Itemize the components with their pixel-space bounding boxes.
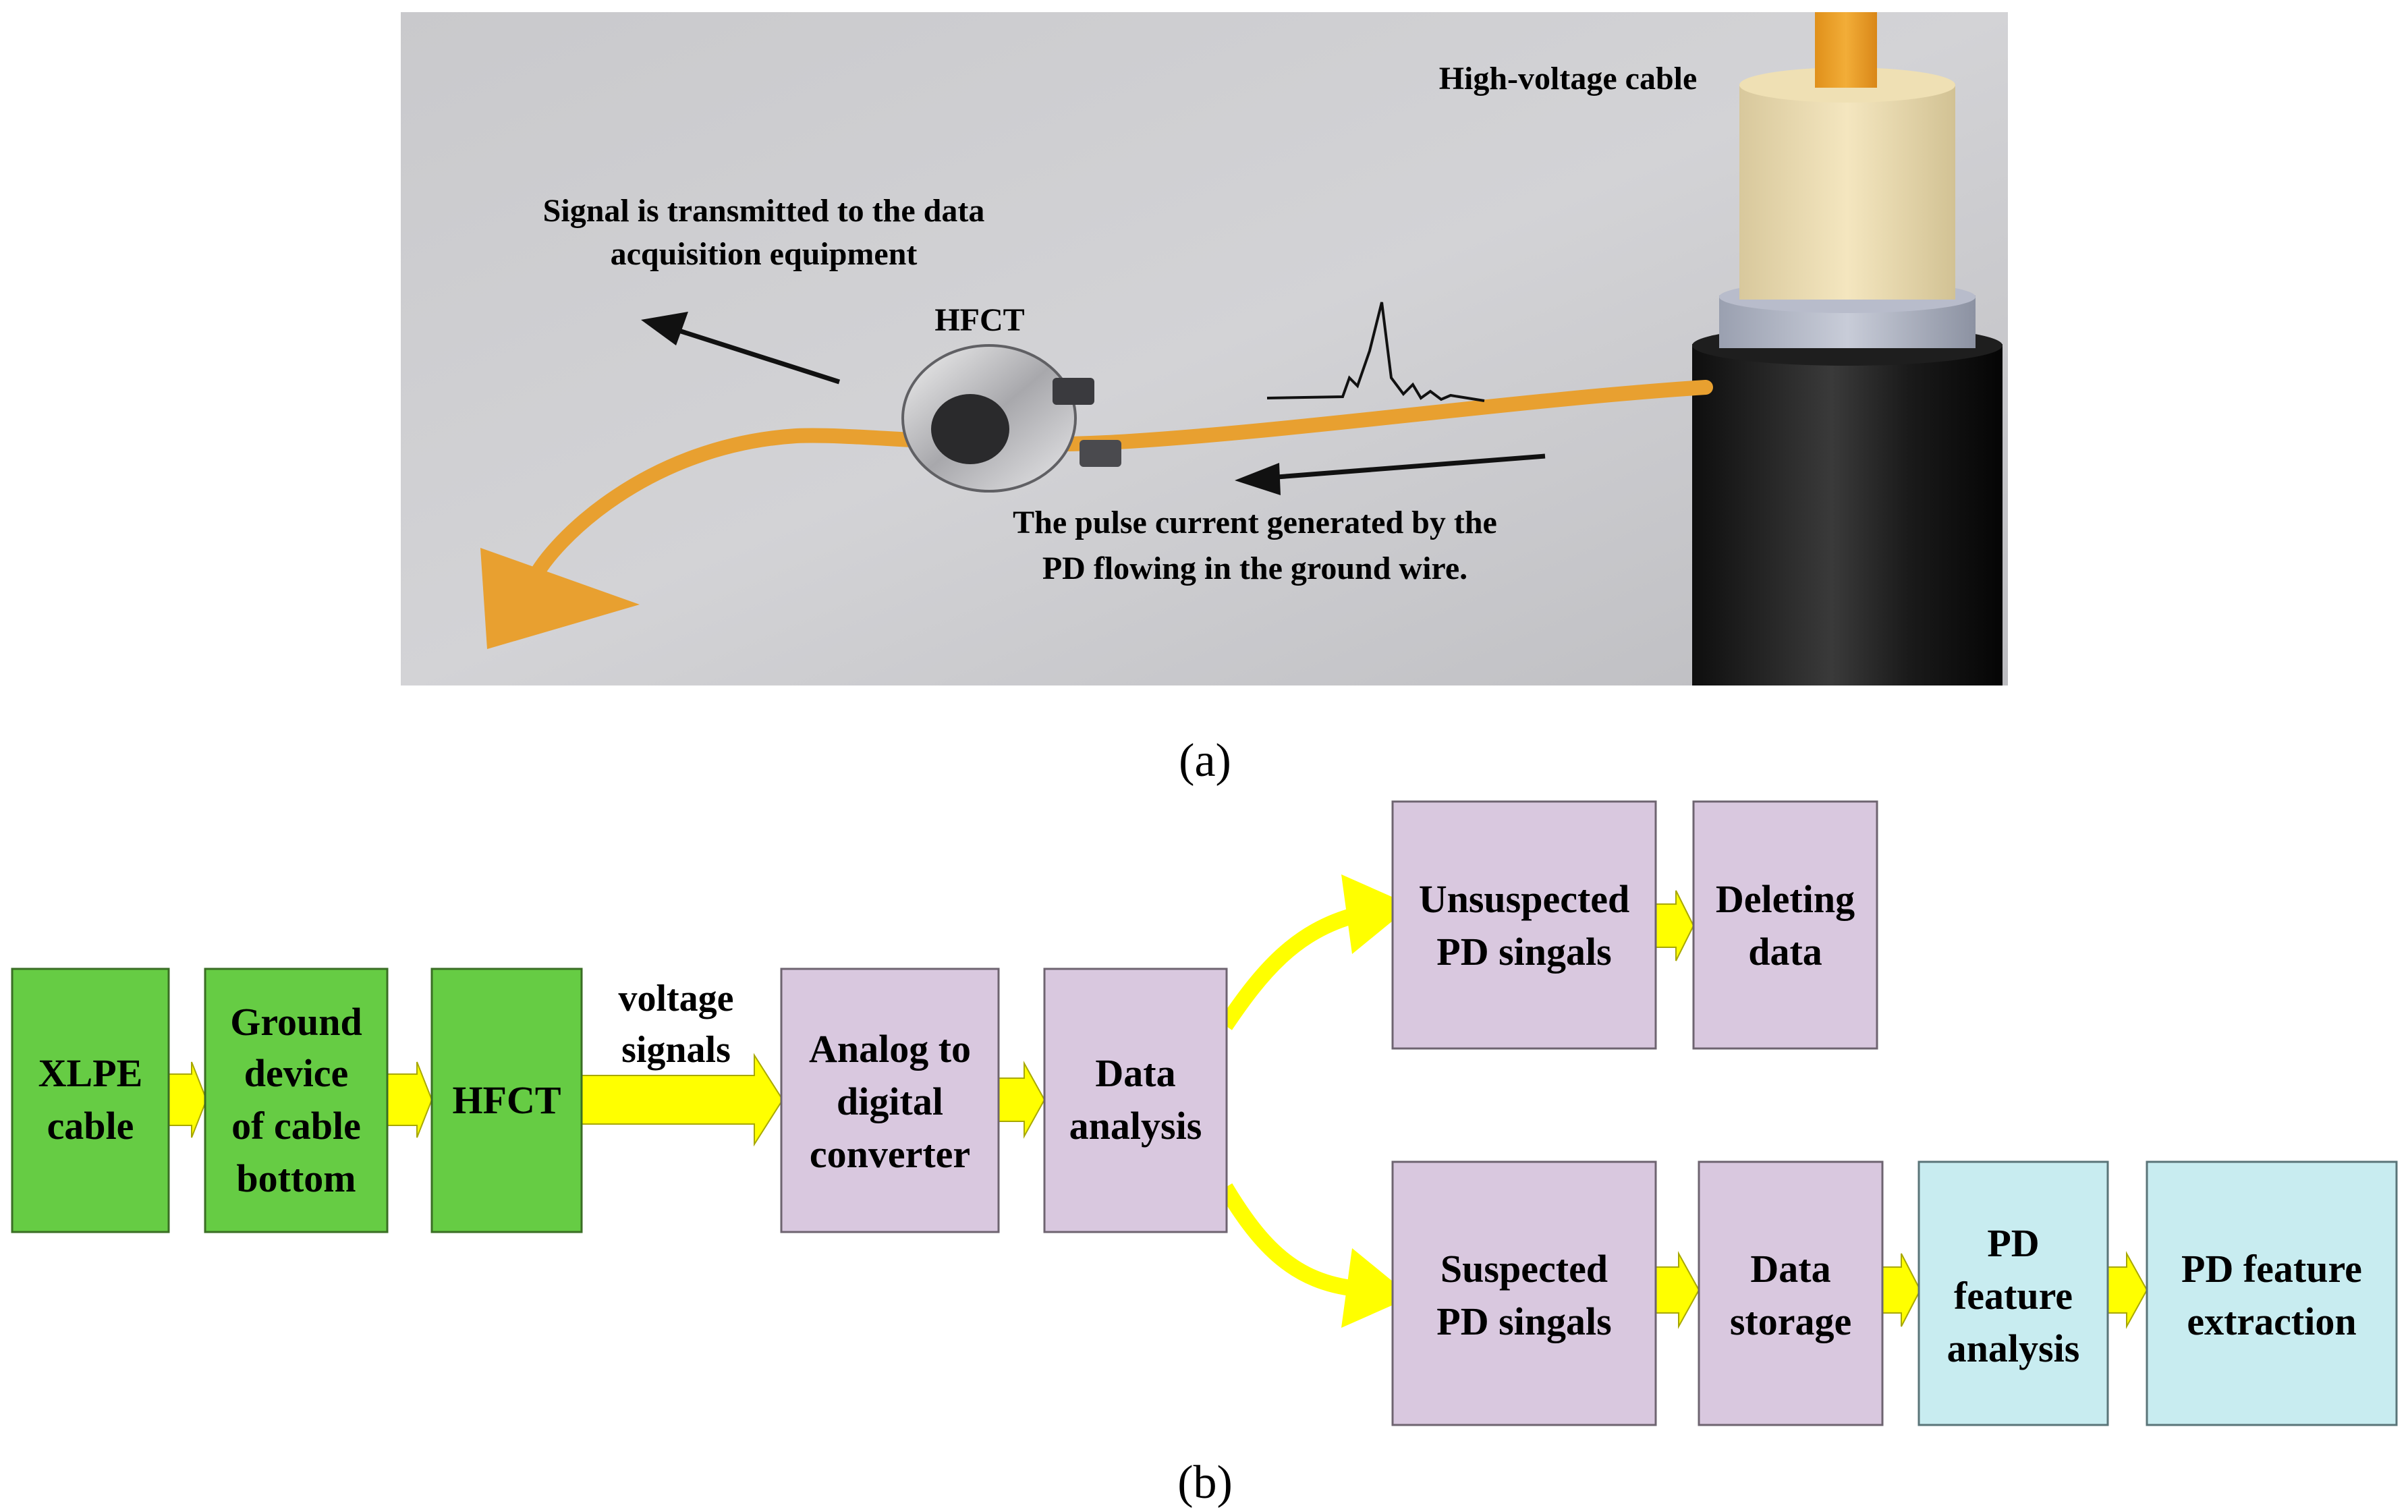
box-adc-line1: Analog to [809, 1027, 971, 1071]
box-unsuspected-pd-signals: Unsuspected PD singals [1391, 800, 1657, 1050]
pd-pulse-waveform [1266, 302, 1485, 402]
box-hfct-line1: HFCT [452, 1078, 561, 1122]
flow-arrows [168, 874, 2148, 1329]
arrow-xlpe-to-ground [168, 1061, 208, 1138]
signal-direction-arrow [641, 312, 841, 385]
box-data-analysis: Data analysis [1043, 968, 1228, 1233]
box-analysis-line1: Data [1095, 1051, 1175, 1095]
box-pd-feature-analysis: PD feature analysis [1917, 1160, 2109, 1426]
arrow-storage-to-feature-analysis [1882, 1253, 1922, 1327]
hfct-photo-label: HFCT [934, 302, 1024, 338]
box-data-storage: Data storage [1698, 1160, 1884, 1426]
box-suspected-line1: Suspected [1440, 1247, 1608, 1291]
hfct-sensor-illustration [901, 344, 1121, 493]
panel-a-photo: High-voltage cable Signal is transmitted… [401, 12, 2008, 685]
curved-arrow-to-unsuspected [1219, 907, 1359, 1030]
arrow-suspected-to-storage [1654, 1251, 1700, 1329]
signal-label-line1: Signal is transmitted to the data [543, 193, 985, 229]
box-feature-analysis-line1: PD [1987, 1221, 2039, 1265]
voltage-signals-label-line1: voltage [618, 978, 733, 1019]
box-xlpe-line1: XLPE [38, 1051, 143, 1095]
pulse-label-line2: PD flowing in the ground wire. [1042, 551, 1467, 586]
box-hfct: HFCT [430, 968, 583, 1233]
box-feature-extraction-line1: PD feature [2181, 1247, 2362, 1291]
box-ground-line4: bottom [236, 1156, 356, 1200]
box-analysis-line2: analysis [1069, 1104, 1202, 1148]
high-voltage-cable-illustration [1692, 12, 2003, 685]
box-ground-line2: device [244, 1051, 349, 1095]
curved-arrowhead-to-unsuspected [1341, 874, 1411, 954]
box-deleting-line1: Deleting [1716, 877, 1855, 921]
box-pd-feature-extraction: PD feature extraction [2146, 1160, 2398, 1426]
curved-arrow-to-suspected [1218, 1183, 1357, 1297]
box-deleting-data: Deleting data [1692, 800, 1878, 1050]
cable-label: High-voltage cable [1439, 61, 1698, 96]
signal-label-line2: acquisition equipment [611, 236, 918, 272]
box-storage-line1: Data [1750, 1247, 1830, 1291]
panel-a-caption: (a) [1179, 735, 1231, 787]
pulse-label-line1: The pulse current generated by the [1013, 505, 1497, 540]
arrow-unsuspected-to-deleting [1654, 890, 1695, 961]
arrow-adc-to-analysis [998, 1061, 1046, 1139]
panel-b-caption: (b) [1177, 1457, 1233, 1509]
box-unsuspected-line1: Unsuspected [1419, 877, 1630, 921]
box-xlpe-cable: XLPE cable [11, 968, 170, 1233]
arrow-hfct-to-adc [581, 1053, 784, 1147]
box-suspected-line2: PD singals [1436, 1299, 1611, 1343]
curved-arrowhead-to-suspected [1341, 1248, 1411, 1328]
box-ground-line1: Ground [230, 1000, 362, 1044]
box-adc-line2: digital [837, 1080, 943, 1123]
box-feature-extraction-line2: extraction [2187, 1299, 2356, 1343]
box-suspected-pd-signals: Suspected PD singals [1391, 1160, 1657, 1426]
voltage-signals-label-line2: signals [621, 1029, 731, 1071]
box-ground-line3: of cable [231, 1104, 361, 1148]
panel-b-flowchart: voltage signals XLPE cable Ground device… [11, 800, 2398, 1426]
box-adc-line3: converter [810, 1132, 970, 1176]
box-analog-to-digital-converter: Analog to digital converter [780, 968, 1000, 1233]
arrow-ground-to-hfct [387, 1061, 433, 1138]
box-deleting-line2: data [1748, 930, 1822, 974]
box-ground-device: Ground device of cable bottom [204, 968, 389, 1233]
pulse-direction-arrow [1235, 453, 1546, 495]
box-storage-line2: storage [1730, 1299, 1851, 1343]
box-xlpe-line2: cable [47, 1104, 134, 1148]
box-feature-analysis-line3: analysis [1947, 1326, 2080, 1370]
arrow-feature-analysis-to-extraction [2106, 1251, 2148, 1329]
box-unsuspected-line2: PD singals [1436, 930, 1611, 974]
box-feature-analysis-line2: feature [1954, 1274, 2073, 1318]
